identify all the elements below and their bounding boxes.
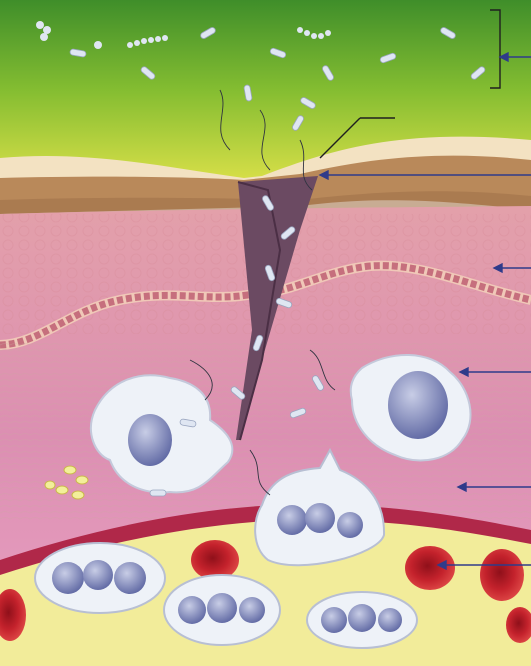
illustration-canvas [0, 0, 531, 666]
skin-wound-infection-illustration [0, 0, 531, 666]
